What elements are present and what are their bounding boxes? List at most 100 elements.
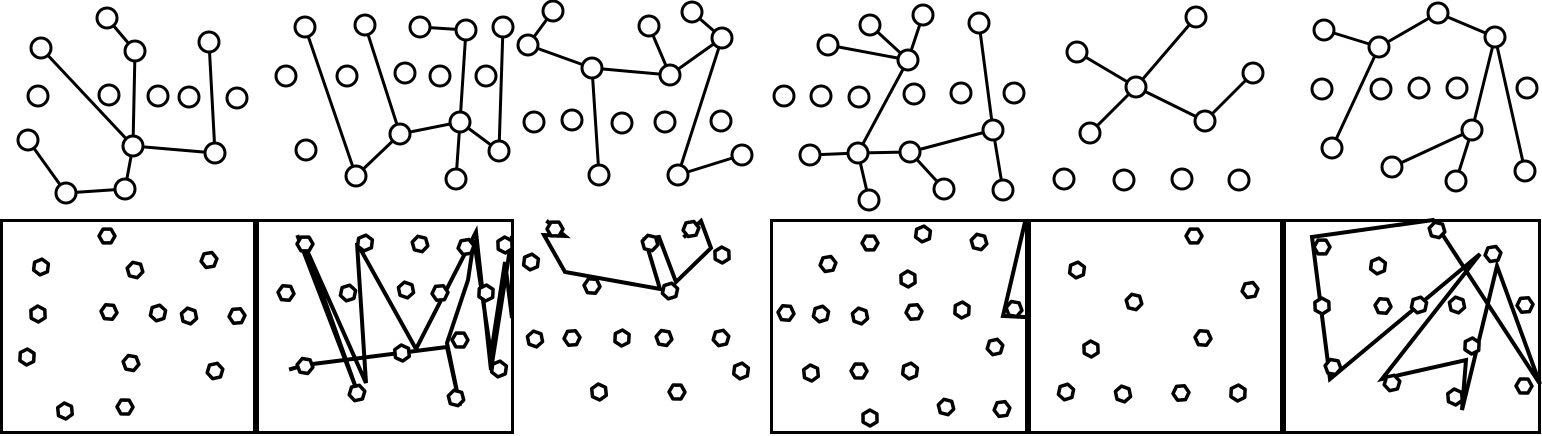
graph-2-node-14	[448, 110, 472, 134]
graph-3-node-9	[560, 108, 584, 132]
graph-6-node-4	[1483, 25, 1507, 49]
graph-5-edge-1	[1134, 15, 1198, 89]
panel-6-node-13	[1445, 387, 1465, 407]
graph-1-node-12	[203, 141, 227, 165]
graph-4-edge-8	[977, 21, 995, 132]
graph-1-node-7	[146, 84, 170, 108]
panel-frame-1	[0, 219, 256, 434]
graph-1-node-4	[197, 30, 221, 54]
graph-4-node-16	[932, 177, 956, 201]
panel-4-node-8	[850, 306, 870, 326]
graph-2-node-6	[274, 64, 298, 88]
panel-6-node-8	[1447, 295, 1467, 315]
graph-3-node-11	[653, 110, 677, 134]
panel-6-node-4	[1483, 244, 1503, 264]
panel-1-node-7	[148, 303, 168, 323]
graph-2-node-11	[294, 138, 318, 162]
panel-5-node-9	[1171, 384, 1191, 402]
panel-4-node-6	[776, 303, 796, 323]
panel-frame-4	[1028, 219, 1283, 434]
panel-3-node-3	[640, 233, 660, 253]
graph-5-node-4	[1241, 61, 1265, 85]
panel-5-node-1	[1184, 227, 1204, 245]
panel-2-node-4	[456, 237, 476, 257]
panel-6-node-7	[1409, 295, 1429, 315]
panel-frame-5	[1283, 219, 1541, 434]
panel-2-node-10	[477, 283, 495, 303]
graph-6-node-5	[1310, 77, 1334, 101]
graph-3-node-14	[666, 163, 690, 187]
panel-3-node-4	[681, 219, 701, 239]
panel-3-node-7	[660, 281, 680, 301]
panel-3-node-15	[731, 361, 751, 381]
panel-6-node-14	[1514, 377, 1534, 395]
panel-6-node-2	[1368, 256, 1388, 276]
graph-6-edge-8	[1493, 35, 1527, 173]
graph-1-node-11	[121, 134, 145, 158]
graph-6-edge-5	[1470, 35, 1497, 132]
panel-3-node-12	[711, 328, 731, 348]
graph-2-node-4	[454, 18, 478, 42]
panel-4-node-10	[953, 300, 971, 320]
panel-4-node-15	[900, 361, 920, 381]
graph-6-node-7	[1407, 76, 1431, 100]
graph-3-node-7	[658, 63, 682, 87]
panel-3-node-1	[545, 220, 565, 238]
graph-5-node-5	[1078, 121, 1102, 145]
panel-1-node-6	[99, 302, 119, 322]
graph-3-node-4	[680, 0, 704, 24]
panel-frame-2	[256, 219, 514, 434]
graph-5-node-1	[1184, 5, 1208, 29]
graph-4-edge-4	[856, 58, 910, 155]
graph-6-node-11	[1320, 136, 1344, 160]
graph-1-node-9	[225, 86, 249, 110]
panel-5-node-4	[1240, 280, 1260, 300]
graph-4-node-3	[967, 11, 991, 35]
panel-2-node-11	[295, 356, 315, 376]
graph-3-node-1	[541, 0, 565, 23]
panel-6-node-5	[1313, 296, 1331, 316]
panel-5-node-8	[1113, 384, 1133, 404]
panel-4-node-4	[818, 254, 838, 274]
panel-6-node-3	[1427, 220, 1447, 240]
graph-3-node-5	[710, 26, 734, 50]
panel-6-node-9	[1515, 296, 1535, 314]
panel-5-node-6	[1193, 328, 1213, 348]
panel-4-node-13	[801, 363, 821, 383]
panel-5-node-2	[1067, 260, 1087, 280]
graph-3-node-13	[587, 163, 611, 187]
graph-4-node-10	[949, 81, 973, 105]
graph-3-node-2	[516, 33, 540, 57]
panel-1-node-14	[115, 398, 135, 416]
graph-2-node-5	[491, 15, 515, 39]
graph-1-node-1	[95, 6, 119, 30]
graph-2-node-15	[487, 139, 511, 163]
panel-4-node-9	[904, 303, 924, 321]
graph-2-edge-3	[458, 28, 468, 124]
panel-6-node-12	[1382, 373, 1402, 393]
panel-2-node-1	[295, 235, 315, 253]
graph-4-node-1	[858, 13, 882, 37]
graph-6-node-14	[1513, 159, 1537, 183]
graph-1-edge-3	[207, 40, 217, 155]
panel-4-node-17	[992, 399, 1012, 419]
panel-2-node-5	[496, 235, 514, 255]
graph-6-edge-4	[1330, 45, 1381, 150]
graph-2-node-10	[474, 64, 498, 88]
graph-1-node-14	[113, 177, 137, 201]
graph-2-node-7	[335, 64, 359, 88]
graph-2-node-9	[428, 64, 452, 88]
panel-4-node-1	[860, 234, 880, 252]
panel-1-node-3	[125, 260, 145, 280]
graph-2-node-16	[444, 167, 468, 191]
graph-5-node-2	[1065, 40, 1089, 64]
panel-5-node-3	[1124, 292, 1144, 312]
panel-2-node-12	[347, 383, 367, 403]
graph-4-node-7	[809, 84, 833, 108]
panel-4-node-16	[936, 397, 956, 417]
graph-6-node-2	[1367, 35, 1391, 59]
graph-4-node-15	[898, 140, 922, 164]
graph-4-node-8	[847, 85, 871, 109]
graph-2-node-1	[293, 15, 317, 39]
